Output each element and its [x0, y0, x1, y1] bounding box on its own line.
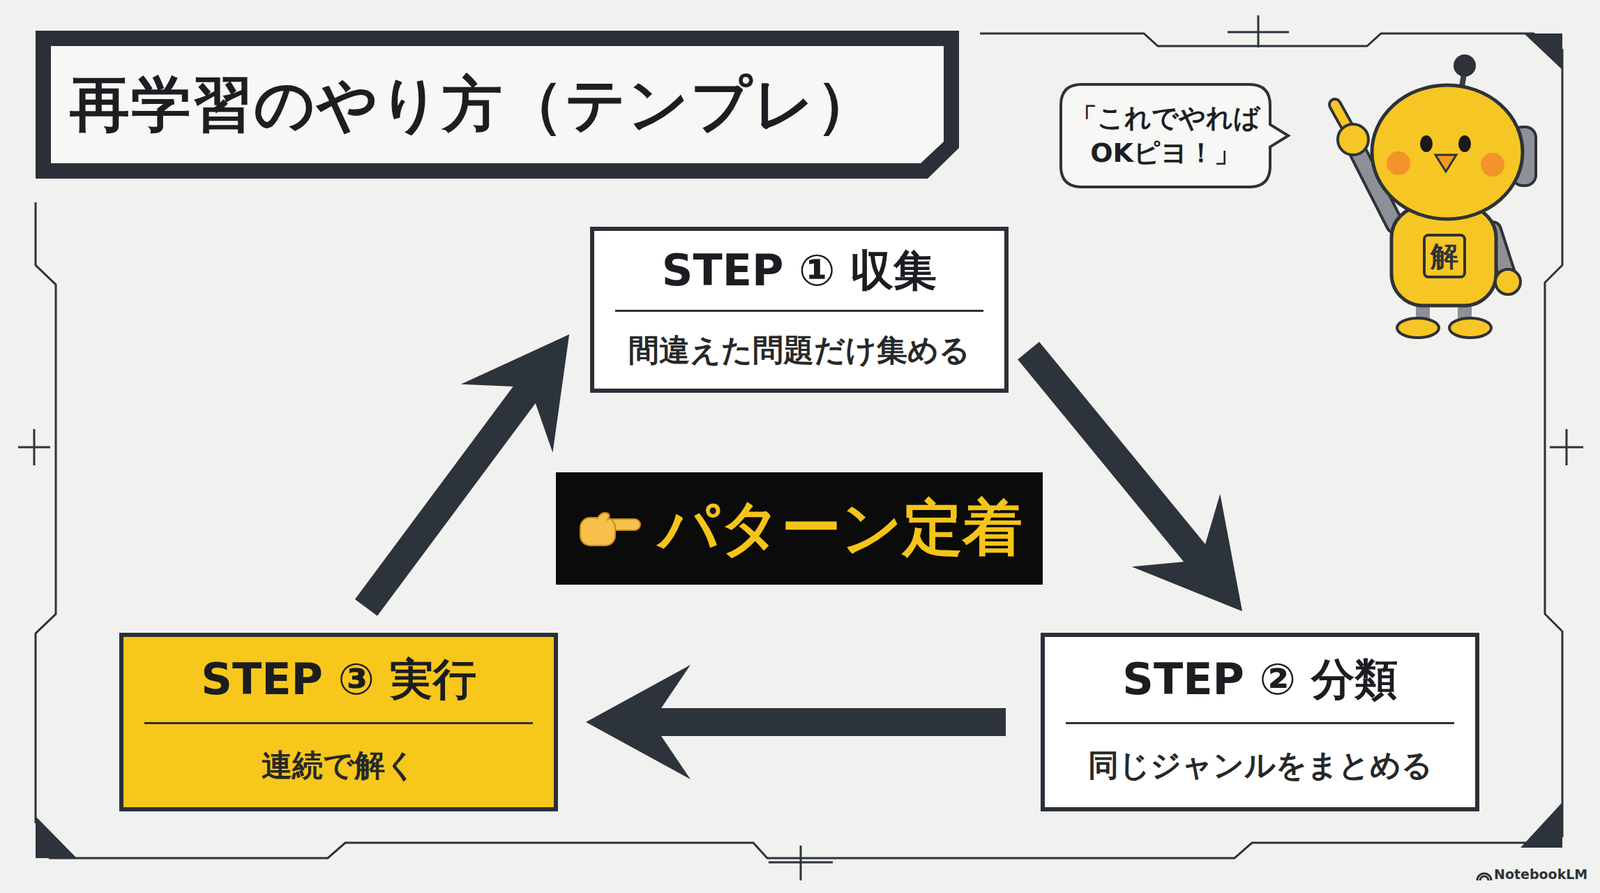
bubble-outline	[1060, 84, 1271, 187]
speech-bubble: 「これでやれば OKピヨ！」	[1060, 84, 1271, 187]
flow-arrow	[355, 334, 570, 616]
pointing-hand	[576, 506, 644, 552]
robot-body	[1391, 206, 1497, 306]
corner-mark	[1520, 802, 1563, 848]
crosshair	[1257, 15, 1260, 48]
bubble-shape	[1060, 84, 1289, 187]
robot-beak	[1435, 154, 1457, 172]
node-heading: STEP ③ 実行	[144, 636, 533, 724]
chest-badge: 解	[1422, 233, 1467, 279]
center-banner: パターン定着	[555, 472, 1043, 585]
watermark: NotebookLM	[1493, 866, 1588, 882]
crosshairs	[18, 15, 1584, 881]
node-heading: STEP ② 分類	[1065, 636, 1455, 724]
frame-line	[35, 202, 56, 824]
frame-corners	[35, 33, 1563, 858]
watermark-icon	[1477, 873, 1492, 881]
crosshair	[1565, 428, 1568, 466]
hand-thumb	[597, 512, 610, 521]
frame-line	[1544, 48, 1563, 837]
flow-arrow	[1017, 341, 1243, 611]
node-body: 間違えた問題だけ集める	[594, 311, 1005, 389]
hand-palm	[580, 517, 616, 546]
robot-eye	[1458, 135, 1471, 153]
crosshair	[800, 845, 803, 881]
title-panel	[50, 46, 944, 164]
crosshair	[33, 428, 36, 466]
step-box: STEP ② 分類同じジャンルをまとめる	[1040, 632, 1480, 812]
node-body: 同じジャンルをまとめる	[1044, 723, 1476, 807]
node-heading: 「これでやれば OKピヨ！」	[1070, 101, 1261, 171]
frame-lines	[35, 33, 1563, 858]
robot-foot	[1449, 318, 1492, 338]
step-box: STEP ① 収集間違えた問題だけ集める	[590, 226, 1009, 393]
corner-mark	[1523, 33, 1563, 70]
frame-line	[48, 842, 1542, 858]
robot-cheek	[1386, 151, 1411, 176]
robot-eye	[1420, 135, 1433, 153]
title-frame	[35, 30, 960, 179]
robot-cheek	[1480, 152, 1505, 177]
robot-hand	[1337, 124, 1369, 155]
diagram-title: 再学習のやり方（テンプレ）	[69, 46, 878, 164]
robot-head	[1371, 85, 1523, 220]
node-body: 連続で解く	[123, 723, 554, 807]
step-box: STEP ③ 実行連続で解く	[119, 632, 558, 812]
flow-arrow	[585, 664, 1006, 780]
robot-hand	[1495, 269, 1521, 295]
corner-mark	[35, 816, 77, 858]
robot-antenna-ball	[1453, 54, 1476, 77]
node-heading: STEP ① 収集	[615, 230, 984, 312]
robot-foot	[1397, 318, 1439, 338]
robot-mascot	[1334, 54, 1536, 338]
node-heading: パターン定着	[658, 487, 1023, 570]
